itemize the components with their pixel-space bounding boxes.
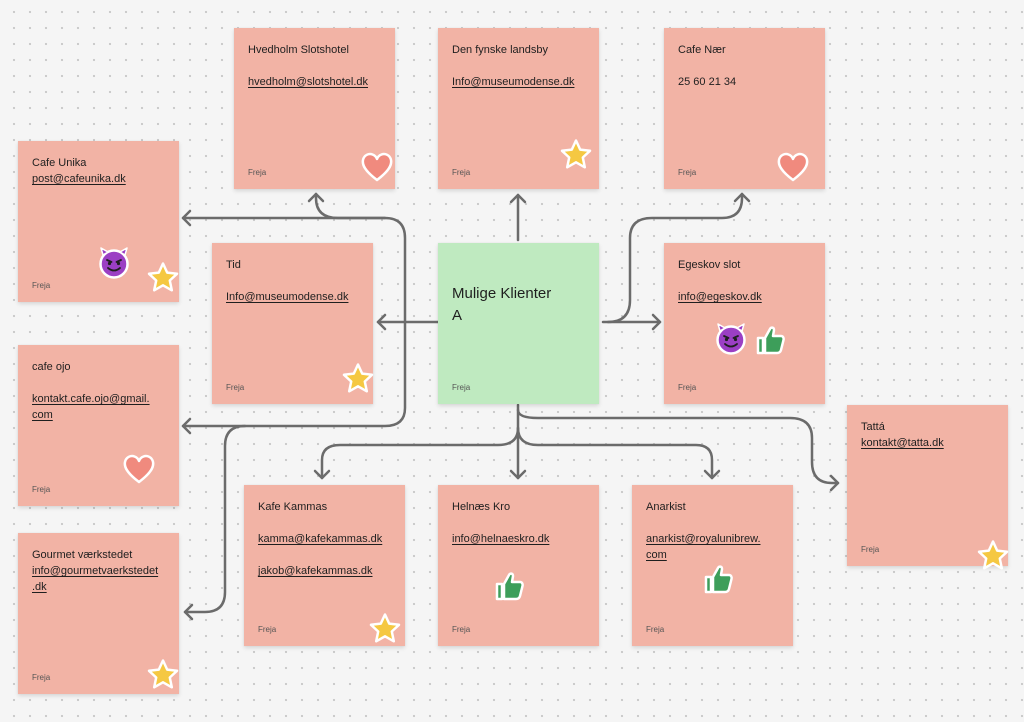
- note-author: Freja: [678, 383, 697, 392]
- arrowhead: [181, 417, 192, 435]
- star-icon[interactable]: [976, 539, 1010, 573]
- note-title: Egeskov slot: [678, 259, 741, 271]
- note-email-cont[interactable]: .dk: [32, 581, 47, 593]
- note-author: Freja: [452, 383, 471, 392]
- heart-icon[interactable]: [360, 150, 394, 184]
- note-author: Freja: [32, 673, 51, 682]
- note-title: cafe ojo: [32, 361, 71, 373]
- note-email-2[interactable]: jakob@kafekammas.dk: [258, 565, 373, 577]
- note-title: Den fynske landsby: [452, 44, 548, 56]
- heart-icon[interactable]: [776, 150, 810, 184]
- connector-to-kafe: [320, 426, 520, 480]
- note-title: Cafe Unika: [32, 157, 87, 169]
- arrowhead: [651, 313, 662, 331]
- note-author: Freja: [646, 625, 665, 634]
- note-title: Tid: [226, 259, 241, 271]
- note-title: Tattá: [861, 421, 885, 433]
- note-author: Freja: [32, 485, 51, 494]
- note-author: Freja: [226, 383, 245, 392]
- note-author: Freja: [678, 168, 697, 177]
- note-email[interactable]: Info@museumodense.dk: [226, 291, 349, 303]
- note-title: Hvedholm Slotshotel: [248, 44, 349, 56]
- center-title-line2: A: [452, 307, 463, 324]
- note-author: Freja: [248, 168, 267, 177]
- note-title: Helnæs Kro: [452, 501, 511, 513]
- note-email[interactable]: kontakt@tatta.dk: [861, 437, 944, 449]
- sticky-note-ojo[interactable]: cafe ojo kontakt.cafe.ojo@gmail. com Fre…: [18, 345, 179, 506]
- arrowhead: [509, 193, 527, 204]
- note-author: Freja: [32, 281, 51, 290]
- arrowhead: [181, 209, 192, 227]
- note-email[interactable]: info@helnaeskro.dk: [452, 533, 550, 545]
- star-icon[interactable]: [146, 261, 180, 295]
- note-email[interactable]: info@gourmetvaerkstedet: [32, 565, 159, 577]
- arrowhead: [307, 192, 325, 203]
- sticky-note-tatta[interactable]: Tattá kontakt@tatta.dk Freja: [847, 405, 1008, 566]
- connector-to-anarkist: [516, 426, 714, 480]
- note-author: Freja: [452, 168, 471, 177]
- note-title: Cafe Nær: [678, 44, 726, 56]
- sticky-note-kafe[interactable]: Kafe Kammas kamma@kafekammas.dk jakob@ka…: [244, 485, 405, 646]
- arrowhead: [703, 469, 721, 480]
- note-email[interactable]: hvedholm@slotshotel.dk: [248, 76, 369, 88]
- sticky-note-gourmet[interactable]: Gourmet værkstedet info@gourmetvaerksted…: [18, 533, 179, 694]
- note-title: Gourmet værkstedet: [32, 549, 133, 561]
- note-author: Freja: [452, 625, 471, 634]
- note-email[interactable]: post@cafeunika.dk: [32, 173, 126, 185]
- center-title-line1: Mulige Klienter: [452, 285, 552, 302]
- devil-icon[interactable]: [97, 246, 131, 280]
- arrowhead: [313, 469, 331, 480]
- devil-icon[interactable]: [714, 322, 748, 356]
- note-email-cont[interactable]: com: [32, 409, 53, 421]
- connector-to-ojo: [181, 320, 407, 428]
- arrowhead: [733, 192, 751, 203]
- note-phone: 25 60 21 34: [678, 76, 737, 88]
- connector-to-tatta: [516, 408, 840, 485]
- note-title: Kafe Kammas: [258, 501, 328, 513]
- note-email[interactable]: kamma@kafekammas.dk: [258, 533, 383, 545]
- arrowhead: [509, 469, 527, 480]
- note-email[interactable]: Info@museumodense.dk: [452, 76, 575, 88]
- thumbs-up-icon[interactable]: [753, 323, 787, 357]
- heart-icon[interactable]: [122, 452, 156, 486]
- arrowhead: [829, 474, 840, 492]
- star-icon[interactable]: [146, 658, 180, 692]
- star-icon[interactable]: [559, 138, 593, 172]
- thumbs-up-icon[interactable]: [492, 569, 526, 603]
- connector-to-gourmet: [183, 424, 247, 614]
- arrowhead: [183, 603, 194, 621]
- note-email-cont[interactable]: com: [646, 549, 667, 561]
- note-author: Freja: [258, 625, 277, 634]
- thumbs-up-icon[interactable]: [701, 562, 735, 596]
- sticky-note-anarkist[interactable]: Anarkist anarkist@royalunibrew. com Frej…: [632, 485, 793, 646]
- star-icon[interactable]: [341, 362, 375, 396]
- star-icon[interactable]: [368, 612, 402, 646]
- note-email[interactable]: info@egeskov.dk: [678, 291, 762, 303]
- note-email[interactable]: anarkist@royalunibrew.: [646, 533, 761, 545]
- note-title: Anarkist: [646, 501, 686, 513]
- arrowhead: [376, 313, 387, 331]
- note-email[interactable]: kontakt.cafe.ojo@gmail.: [32, 393, 150, 405]
- sticky-note-helnaes[interactable]: Helnæs Kro info@helnaeskro.dk Freja: [438, 485, 599, 646]
- sticky-note-center[interactable]: Mulige Klienter A Freja: [438, 243, 599, 404]
- connector-to-cafenaer: [606, 192, 744, 324]
- note-author: Freja: [861, 545, 880, 554]
